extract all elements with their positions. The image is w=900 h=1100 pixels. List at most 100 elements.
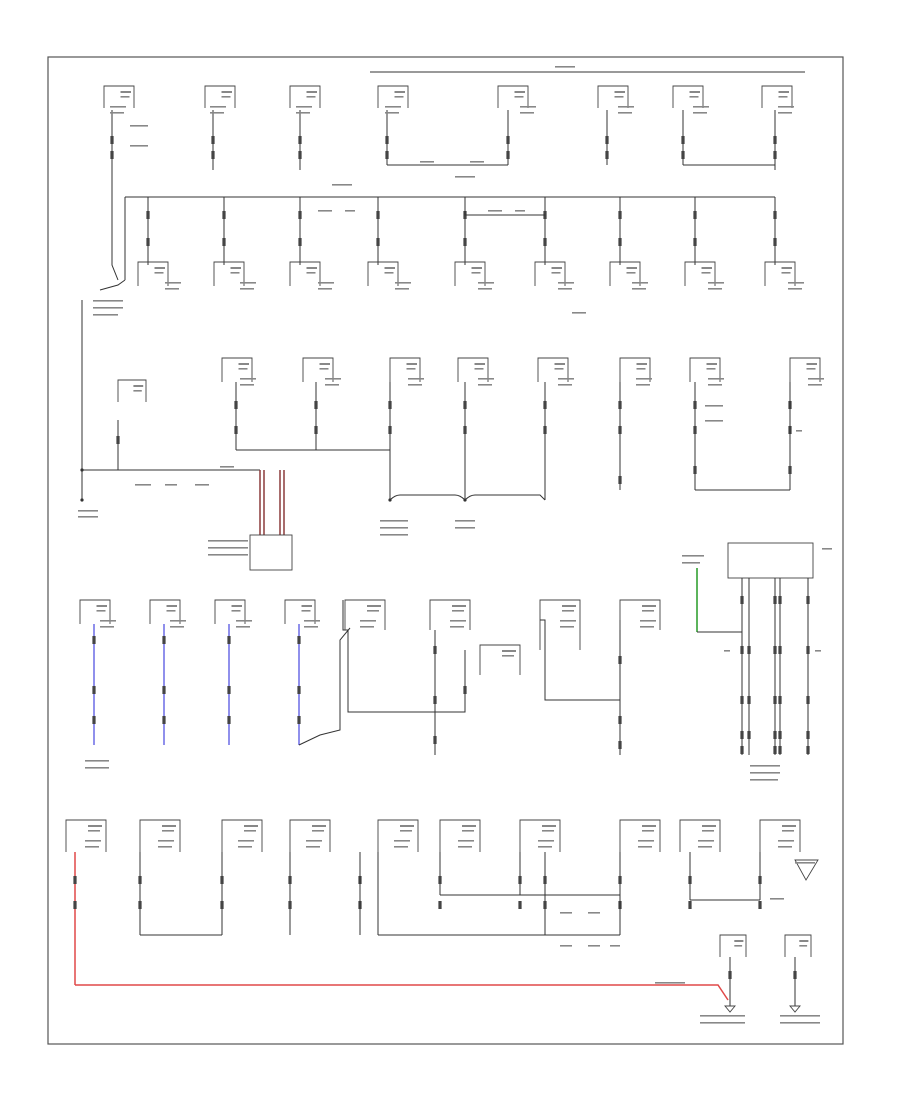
connector: [211, 151, 215, 159]
text-stripe: [478, 288, 492, 290]
connector: [740, 696, 744, 704]
text-stripe: [165, 288, 179, 290]
component-box: [289, 261, 321, 286]
connector: [220, 876, 224, 884]
text-stripe: [778, 112, 792, 114]
text-stripe: [588, 912, 600, 914]
connector: [543, 238, 547, 246]
text-stripe: [385, 106, 401, 108]
text-stripe: [236, 626, 250, 628]
text-stripe: [560, 626, 574, 628]
label-stripe: [782, 830, 794, 832]
connector: [234, 426, 238, 434]
label-stripe: [562, 610, 574, 612]
connector: [110, 151, 114, 159]
text-stripe: [700, 1022, 745, 1024]
wire: [389, 494, 466, 501]
text-stripe: [208, 540, 248, 542]
connector: [162, 716, 166, 724]
text-stripe: [208, 554, 248, 556]
text-stripe: [638, 840, 654, 842]
splice-dot: [80, 498, 84, 502]
text-stripe: [78, 516, 98, 518]
label-stripe: [701, 267, 712, 269]
text-stripe: [240, 288, 254, 290]
label-stripe: [301, 605, 312, 607]
label-stripe: [636, 368, 646, 370]
text-stripe: [394, 846, 408, 848]
label-stripe: [244, 830, 256, 832]
label-stripe: [367, 605, 381, 607]
connector: [518, 876, 522, 884]
label-stripe: [642, 825, 656, 827]
text-stripe: [158, 846, 172, 848]
label-stripe: [238, 368, 248, 370]
wire: [75, 984, 729, 1001]
text-stripe: [100, 626, 114, 628]
label-stripe: [166, 605, 177, 607]
connector: [773, 238, 777, 246]
connector: [234, 401, 238, 409]
text-stripe: [130, 145, 148, 147]
text-stripe: [130, 125, 148, 127]
text-stripe: [135, 484, 151, 486]
connector: [773, 646, 777, 654]
connector: [543, 401, 547, 409]
text-stripe: [682, 562, 700, 564]
text-stripe: [318, 288, 332, 290]
label-stripe: [689, 91, 700, 93]
connector: [543, 426, 547, 434]
label-stripe: [554, 363, 565, 365]
connector: [740, 646, 744, 654]
connector: [463, 401, 467, 409]
label-stripe: [734, 945, 743, 947]
wire: [464, 197, 545, 216]
label-stripe: [238, 363, 249, 365]
connector: [618, 741, 622, 749]
label-stripe: [221, 91, 232, 93]
connector: [227, 716, 231, 724]
label-stripe: [312, 825, 326, 827]
connector: [463, 686, 467, 694]
connector: [693, 401, 697, 409]
component-box: [221, 819, 263, 852]
text-stripe: [572, 312, 586, 314]
component-box: [79, 599, 111, 624]
text-stripe: [100, 620, 116, 622]
connector: [92, 716, 96, 724]
label-stripe: [394, 96, 404, 98]
text-stripe: [560, 620, 576, 622]
label-stripe: [221, 96, 231, 98]
text-stripe: [638, 846, 652, 848]
label-stripe: [306, 91, 317, 93]
connector: [618, 211, 622, 219]
label-stripe: [514, 96, 524, 98]
connector: [793, 971, 797, 979]
label-stripe: [166, 610, 176, 612]
connector: [543, 901, 547, 909]
text-stripe: [636, 384, 650, 386]
text-stripe: [478, 378, 494, 380]
text-stripe: [85, 840, 101, 842]
text-stripe: [538, 846, 552, 848]
connector: [506, 136, 510, 144]
component-box: [534, 261, 566, 286]
label-stripe: [452, 610, 464, 612]
connector: [758, 876, 762, 884]
label-stripe: [642, 610, 654, 612]
label-stripe: [301, 610, 311, 612]
label-stripe: [471, 267, 482, 269]
label-stripe: [406, 368, 416, 370]
text-stripe: [395, 282, 411, 284]
text-stripe: [610, 945, 620, 947]
component-box: [619, 819, 661, 852]
connector: [728, 971, 732, 979]
connector: [116, 436, 120, 444]
connector: [438, 876, 442, 884]
text-stripe: [724, 650, 730, 652]
connector: [773, 746, 777, 754]
text-stripe: [78, 510, 98, 512]
wire: [99, 279, 126, 291]
connector: [222, 238, 226, 246]
text-stripe: [165, 282, 181, 284]
